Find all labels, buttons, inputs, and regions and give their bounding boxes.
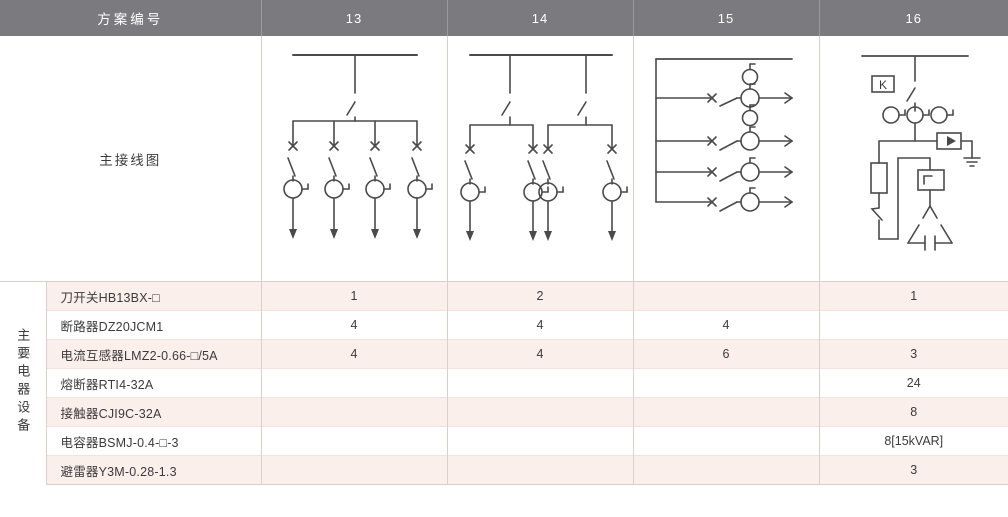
feeder-branch	[406, 120, 433, 239]
item-name: 刀开关HB13BX-□	[46, 281, 262, 311]
header-scheme-label: 方案编号	[0, 0, 262, 36]
feeder-branch	[522, 124, 549, 241]
table-header: 方案编号 13 14 15 16	[0, 0, 1008, 36]
horizontal-feeder	[654, 157, 793, 182]
ground-symbol	[962, 157, 981, 167]
item-value: 8	[819, 397, 1008, 427]
capacitor-compensation-diagram: K	[860, 55, 981, 251]
contactor-box	[916, 169, 945, 191]
item-value	[633, 281, 820, 311]
item-value	[633, 426, 820, 456]
header-col-14: 14	[447, 0, 634, 36]
feeder-branch	[601, 124, 628, 241]
item-value: 4	[633, 310, 820, 340]
item-name: 断路器DZ20JCM1	[46, 310, 262, 340]
item-value: 8[15kVAR]	[819, 426, 1008, 456]
item-value	[633, 397, 820, 427]
dual-bus-four-feeder-diagram	[459, 54, 628, 241]
item-value	[819, 310, 1008, 340]
header-col-15: 15	[633, 0, 820, 36]
fuse-symbol	[869, 162, 888, 194]
table-row: 熔断器RTI4-32A 24	[0, 368, 1008, 398]
horizontal-feeder	[654, 83, 793, 108]
item-value	[447, 368, 634, 398]
feeder-branch	[282, 120, 309, 239]
item-value: 4	[447, 339, 634, 369]
table-row: 电流互感器LMZ2-0.66-□/5A 4 4 6 3	[0, 339, 1008, 369]
item-value: 1	[819, 281, 1008, 311]
header-col-16: 16	[819, 0, 1008, 36]
item-name: 接触器CJI9C-32A	[46, 397, 262, 427]
item-name: 熔断器RTI4-32A	[46, 368, 262, 398]
item-value	[447, 455, 634, 485]
current-transformer	[881, 106, 906, 124]
item-value	[447, 397, 634, 427]
feeder-branch	[537, 124, 564, 241]
item-value: 6	[633, 339, 820, 369]
table-row: 接触器CJI9C-32A 8	[0, 397, 1008, 427]
item-name: 电容器BSMJ-0.4-□-3	[46, 426, 262, 456]
table-row: 电容器BSMJ-0.4-□-3 8[15kVAR]	[0, 426, 1008, 456]
diagram-cell-16: K	[819, 36, 1008, 282]
k-box-label: K	[879, 78, 887, 92]
capacitor-delta-bank	[906, 205, 953, 251]
item-value: 4	[261, 310, 448, 340]
item-value	[261, 397, 448, 427]
current-transformer	[905, 106, 930, 124]
table-row: 主要电器设备 刀开关HB13BX-□ 1 2 1	[0, 281, 1008, 485]
diagram-cell-15	[633, 36, 820, 282]
item-name: 电流互感器LMZ2-0.66-□/5A	[46, 339, 262, 369]
horizontal-feeder	[654, 126, 793, 151]
diagram-cell-14	[447, 36, 634, 282]
current-transformer	[741, 63, 758, 86]
table-row: 避雷器Y3M-0.28-1.3 3	[0, 455, 1008, 485]
table-body: 主接线图	[0, 36, 1008, 485]
diagram-row: 主接线图	[0, 36, 1008, 282]
feeder-branch	[364, 120, 391, 239]
item-value	[447, 426, 634, 456]
item-value: 4	[261, 339, 448, 369]
horizontal-feeder	[654, 187, 793, 212]
feeder-branch	[459, 124, 486, 241]
table-row: 断路器DZ20JCM1 4 4 4	[0, 310, 1008, 340]
item-value: 3	[819, 339, 1008, 369]
group-label-text: 主要电器设备	[15, 327, 31, 436]
current-transformer	[741, 104, 758, 127]
item-value	[261, 426, 448, 456]
diagram-cell-13	[261, 36, 448, 282]
scheme-spec-table: 方案编号 13 14 15 16 主接线图	[0, 0, 1008, 485]
item-value	[633, 455, 820, 485]
item-value: 24	[819, 368, 1008, 398]
item-value	[261, 368, 448, 398]
current-transformer	[929, 106, 954, 124]
diagram-row-title: 主接线图	[0, 36, 262, 282]
item-value	[261, 455, 448, 485]
k-control-box	[870, 75, 895, 93]
single-bus-four-feeder-diagram	[282, 54, 433, 239]
header-row: 方案编号 13 14 15 16	[0, 0, 1008, 36]
item-name: 避雷器Y3M-0.28-1.3	[46, 455, 262, 485]
item-value: 2	[447, 281, 634, 311]
vertical-bus-four-horizontal-feeder-diagram	[654, 58, 793, 212]
item-value: 3	[819, 455, 1008, 485]
item-value: 1	[261, 281, 448, 311]
item-value	[633, 368, 820, 398]
group-label-cell: 主要电器设备	[0, 281, 47, 485]
item-value: 4	[447, 310, 634, 340]
feeder-branch	[323, 120, 350, 239]
header-col-13: 13	[261, 0, 448, 36]
